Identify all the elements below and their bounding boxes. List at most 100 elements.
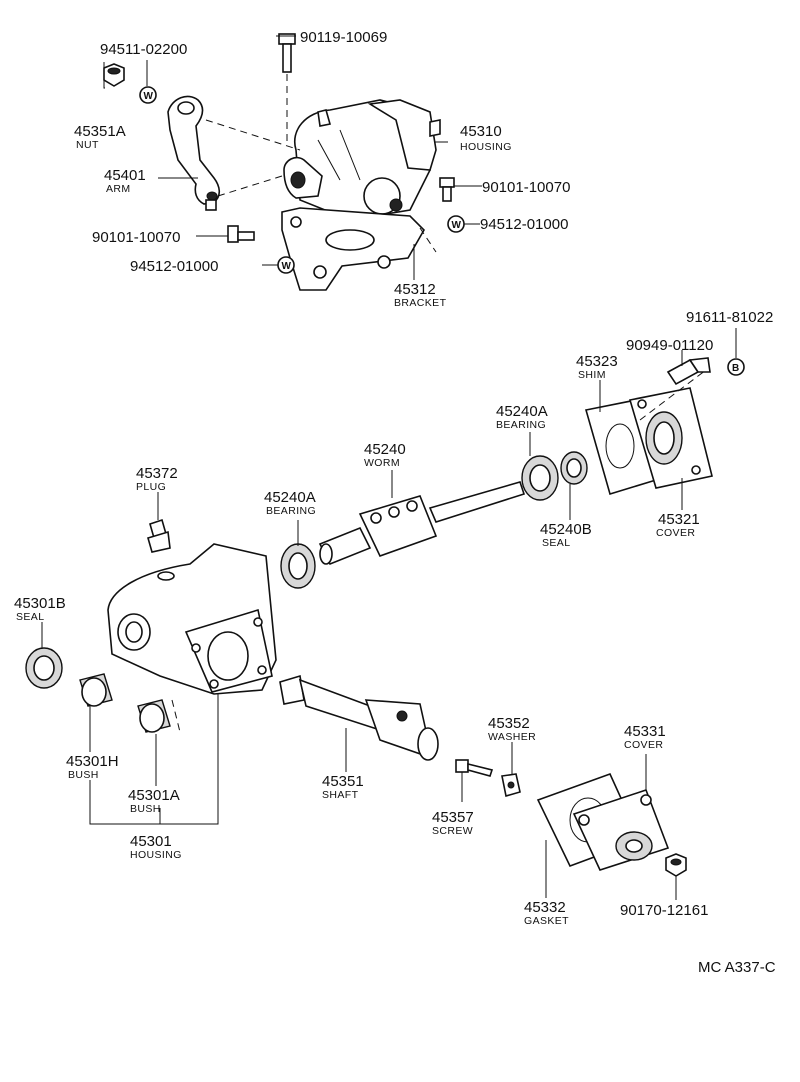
bolt-90101-10070-left: [227, 225, 255, 243]
part-number: 45351: [322, 773, 364, 790]
label-45301: 45301 HOUSING: [130, 833, 182, 861]
part-number: 91611-81022: [686, 309, 773, 326]
part-name: BUSH: [130, 803, 161, 815]
part-name: BRACKET: [394, 297, 447, 309]
part-number: 45240A: [264, 489, 316, 506]
part-name: ARM: [106, 183, 131, 195]
label-45352: 45352 WASHER: [488, 715, 536, 743]
washer-45352: [501, 773, 521, 798]
part-number: 90949-01120: [626, 337, 713, 354]
label-45301B: 45301B SEAL: [14, 595, 66, 623]
label-90101-10070-right: 90101-10070: [482, 179, 570, 196]
part-number: 45357: [432, 809, 474, 826]
part-number: 45332: [524, 899, 566, 916]
cover-45321: [628, 387, 713, 489]
part-number: 90119-10069: [300, 29, 387, 46]
label-94512-01000-right: 94512-01000: [480, 216, 568, 233]
label-45357: 45357 SCREW: [432, 809, 474, 837]
label-90101-10070-left: 90101-10070: [92, 229, 180, 246]
part-name: BEARING: [266, 505, 316, 517]
label-45351: 45351 SHAFT: [322, 773, 364, 801]
part-number: 90170-12161: [620, 902, 708, 919]
bolt-90119-10069: [278, 33, 296, 73]
seal-45240B: [560, 451, 588, 485]
bolt-90101-10070-right: [439, 177, 455, 202]
bolt-90949-01120: [666, 357, 711, 386]
part-number: 45301A: [128, 787, 180, 804]
label-45301A: 45301A BUSH: [128, 787, 180, 815]
cover-45331: [572, 788, 670, 871]
part-number: 45352: [488, 715, 530, 732]
svg-text:W: W: [144, 91, 154, 102]
part-number: 45310: [460, 123, 502, 140]
bracket-45312: [281, 207, 425, 291]
part-number: 45372: [136, 465, 178, 482]
bearing-45240A-left: [280, 543, 316, 589]
part-name: GASKET: [524, 915, 569, 927]
part-number: 45312: [394, 281, 436, 298]
part-name: SEAL: [16, 611, 44, 623]
pitman-arm-45401: [167, 95, 221, 211]
label-45401: 45401 ARM: [104, 167, 146, 195]
label-91611-81022: 91611-81022: [686, 309, 773, 326]
label-94512-01000-left: 94512-01000: [130, 258, 218, 275]
washer-94512-01000-right: W: [447, 215, 465, 233]
label-90170-12161: 90170-12161: [620, 902, 708, 919]
part-name: SCREW: [432, 825, 473, 837]
part-number: 94512-01000: [480, 216, 568, 233]
diagram-reference: MC A337-C: [698, 959, 776, 976]
washer-94511-02200: W: [139, 86, 157, 104]
label-45301H: 45301H BUSH: [66, 753, 119, 781]
label-45332: 45332 GASKET: [524, 899, 569, 927]
svg-text:W: W: [282, 261, 292, 272]
svg-text:B: B: [732, 363, 739, 374]
label-45331: 45331 COVER: [624, 723, 666, 751]
part-name: SHIM: [578, 369, 606, 381]
part-number: 45240A: [496, 403, 548, 420]
part-number: 90101-10070: [482, 179, 570, 196]
part-number: 94512-01000: [130, 258, 218, 275]
part-name: COVER: [624, 739, 663, 751]
part-number: 45301B: [14, 595, 66, 612]
label-45372: 45372 PLUG: [136, 465, 178, 493]
gear-housing-45301: [107, 543, 277, 695]
screw-45357: [455, 759, 494, 777]
bush-45301H: [79, 673, 113, 707]
svg-text:W: W: [452, 220, 462, 231]
label-45351A: 45351A NUT: [74, 123, 126, 151]
label-45310: 45310 HOUSING: [460, 123, 512, 153]
part-number: 45351A: [74, 123, 126, 140]
gearbox-housing-45310: [283, 99, 441, 221]
part-name: BUSH: [68, 769, 99, 781]
part-name: PLUG: [136, 481, 166, 493]
part-name: SEAL: [542, 537, 570, 549]
nut-90170-12161: [665, 853, 687, 877]
washer-94512-01000-left: W: [277, 256, 295, 274]
label-45240B: 45240B SEAL: [540, 521, 592, 549]
part-number: 45323: [576, 353, 618, 370]
worm-shaft-45240: [318, 481, 526, 566]
part-name: HOUSING: [460, 141, 512, 153]
part-name: BEARING: [496, 419, 546, 431]
label-45323: 45323 SHIM: [576, 353, 618, 381]
label-45312: 45312 BRACKET: [394, 281, 447, 309]
part-number: 45240B: [540, 521, 592, 538]
part-name: WASHER: [488, 731, 536, 743]
part-number: 90101-10070: [92, 229, 180, 246]
part-name: HOUSING: [130, 849, 182, 861]
bush-45301A: [137, 699, 171, 733]
sector-shaft-45351: [279, 674, 439, 761]
part-number: 94511-02200: [100, 41, 187, 58]
label-90119-10069: 90119-10069: [300, 29, 387, 46]
label-45321: 45321 COVER: [656, 511, 700, 539]
washer-91611-81022: B: [727, 358, 745, 376]
label-45240: 45240 WORM: [364, 441, 406, 469]
part-number: 45301: [130, 833, 172, 850]
label-94511-02200: 94511-02200: [100, 41, 187, 58]
label-90949-01120: 90949-01120: [626, 337, 713, 354]
label-45240A-left: 45240A BEARING: [264, 489, 316, 517]
plug-45372: [147, 518, 171, 553]
bearing-45240A-right: [521, 455, 559, 501]
